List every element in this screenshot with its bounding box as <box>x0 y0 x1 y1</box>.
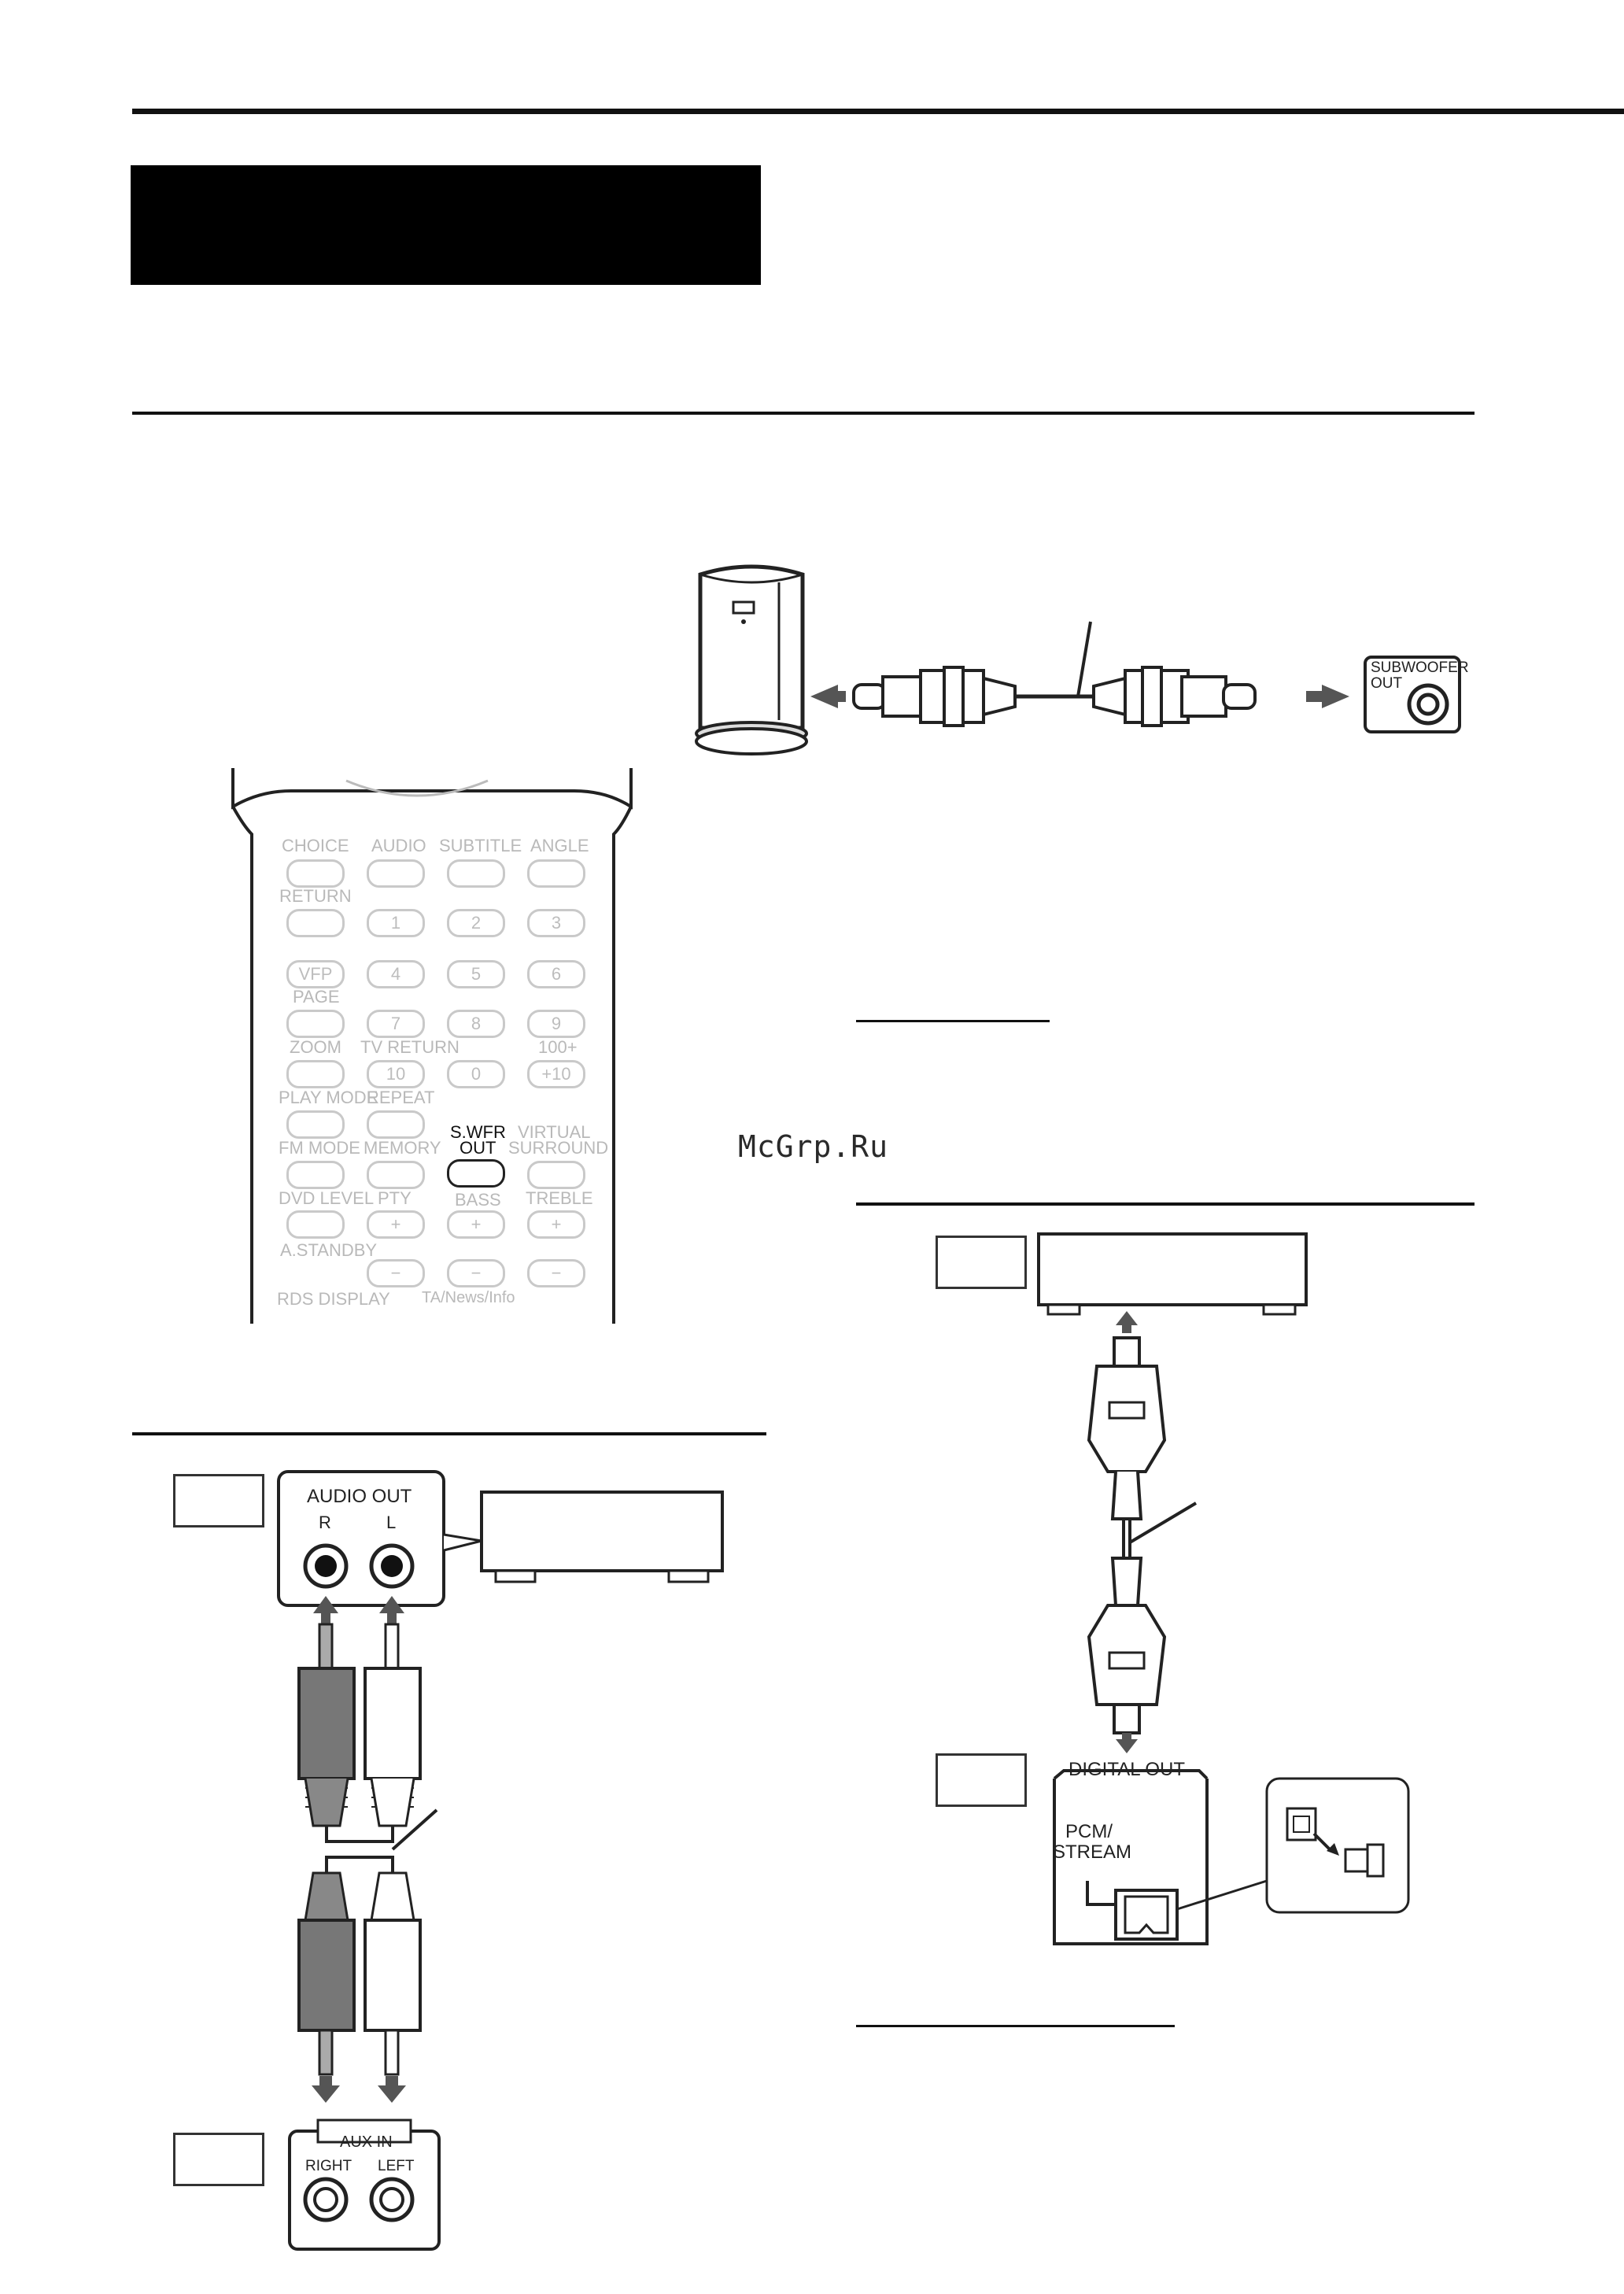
remote-button-8[interactable]: 8 <box>447 1010 505 1038</box>
remote-button-audio[interactable] <box>367 859 425 888</box>
top-rule <box>132 109 1624 114</box>
aux-in-label: AUX IN <box>340 2133 393 2151</box>
remote-button-play-mode[interactable] <box>286 1110 345 1139</box>
audio-out-r-label: R <box>319 1513 331 1532</box>
remote-button-treble-plus[interactable]: + <box>527 1210 585 1239</box>
remote-label-100-plus: 100+ <box>538 1037 578 1057</box>
remote-button-0[interactable]: 0 <box>447 1060 505 1088</box>
remote-button-subtitle[interactable] <box>447 859 505 888</box>
note-underline-1 <box>856 1020 1050 1022</box>
remote-label-memory: MEMORY <box>364 1138 441 1158</box>
remote-label-fm-mode: FM MODE <box>279 1138 360 1158</box>
remote-label-a-standby: A.STANDBY <box>280 1240 378 1260</box>
remote-label-subtitle: SUBTITLE <box>439 836 522 855</box>
note-underline-2 <box>856 2025 1175 2027</box>
remote-label-choice: CHOICE <box>282 836 349 855</box>
remote-label-ta-news: TA/News/Info <box>422 1289 515 1306</box>
remote-label-page: PAGE <box>293 987 340 1007</box>
digital-out-label: DIGITAL OUT <box>1069 1759 1186 1780</box>
analog-cable-diagram <box>277 1470 724 2251</box>
remote-button-vfp[interactable]: VFP <box>286 960 345 988</box>
remote-button-3[interactable]: 3 <box>527 909 585 937</box>
remote-label-virtual: VIRTUAL <box>518 1122 591 1142</box>
remote-button-dvd-level[interactable] <box>286 1210 345 1239</box>
remote-button-repeat[interactable] <box>367 1110 425 1139</box>
remote-button-4[interactable]: 4 <box>367 960 425 988</box>
subwoofer-speaker-icon <box>695 564 808 755</box>
remote-button-10[interactable]: 10 <box>367 1060 425 1088</box>
remote-label-zoom: ZOOM <box>290 1037 341 1057</box>
remote-label-audio: AUDIO <box>371 836 426 855</box>
remote-label-tv-return: TV RETURN <box>360 1037 460 1057</box>
remote-button-virtual-surround[interactable] <box>527 1161 585 1189</box>
label-box-source <box>173 1474 264 1527</box>
remote-button-pty-plus[interactable]: + <box>367 1210 425 1239</box>
remote-label-play-mode: PLAY MODE <box>279 1088 378 1107</box>
aux-left-label: LEFT <box>378 2158 415 2174</box>
aux-right-label: RIGHT <box>305 2158 352 2174</box>
remote-button-plus-10[interactable]: +10 <box>527 1060 585 1088</box>
watermark-text: McGrp.Ru <box>738 1129 889 1164</box>
remote-button-treble-minus[interactable]: − <box>527 1259 585 1287</box>
remote-button-9[interactable]: 9 <box>527 1010 585 1038</box>
remote-label-return: RETURN <box>279 886 352 906</box>
remote-label-angle: ANGLE <box>530 836 589 855</box>
pcm-label-2: STREAM <box>1053 1841 1132 1863</box>
audio-out-l-label: L <box>386 1513 397 1532</box>
remote-button-7[interactable]: 7 <box>367 1010 425 1038</box>
remote-button-bass-minus[interactable]: − <box>447 1259 505 1287</box>
remote-label-dvd-level: DVD LEVEL <box>279 1188 375 1208</box>
rca-plug-right <box>1092 666 1257 727</box>
label-box-target <box>173 2133 264 2186</box>
remote-button-2[interactable]: 2 <box>447 909 505 937</box>
analog-section-rule <box>132 1432 766 1435</box>
label-box-digital-target <box>936 1236 1027 1289</box>
remote-label-repeat: REPEAT <box>367 1088 435 1107</box>
remote-label-treble: TREBLE <box>526 1188 593 1208</box>
remote-button-zoom[interactable] <box>286 1060 345 1088</box>
remote-label-rds-display: RDS DISPLAY <box>277 1289 390 1309</box>
subwoofer-out-label-1: SUBWOOFER <box>1371 659 1469 676</box>
remote-label-swfr: S.WFR <box>450 1122 506 1142</box>
remote-button-pty-minus[interactable]: − <box>367 1259 425 1287</box>
rca-plug-left <box>852 666 1017 727</box>
remote-button-angle[interactable] <box>527 859 585 888</box>
remote-label-surround: SURROUND <box>508 1138 609 1158</box>
optical-cable-diagram <box>1037 1232 1410 1945</box>
remote-button-swfr-out[interactable] <box>447 1159 505 1188</box>
remote-label-pty: PTY <box>378 1188 412 1208</box>
remote-button-1[interactable]: 1 <box>367 909 425 937</box>
remote-button-5[interactable]: 5 <box>447 960 505 988</box>
subwoofer-out-label-2: OUT <box>1371 675 1403 692</box>
remote-button-return[interactable] <box>286 909 345 937</box>
remote-button-bass-plus[interactable]: + <box>447 1210 505 1239</box>
audio-out-label: AUDIO OUT <box>307 1486 412 1507</box>
digital-section-rule <box>856 1202 1475 1206</box>
section-header-block <box>131 165 761 285</box>
remote-button-fm-mode[interactable] <box>286 1161 345 1189</box>
remote-button-choice[interactable] <box>286 859 345 888</box>
remote-button-page[interactable] <box>286 1010 345 1038</box>
remote-button-6[interactable]: 6 <box>527 960 585 988</box>
remote-button-memory[interactable] <box>367 1161 425 1189</box>
remote-control-outline <box>231 768 633 1324</box>
label-box-digital-source <box>936 1753 1027 1807</box>
remote-label-out: OUT <box>460 1138 496 1158</box>
remote-label-bass: BASS <box>455 1190 501 1210</box>
subwoofer-diagram <box>695 564 1461 755</box>
section-rule <box>132 412 1475 415</box>
pcm-label-1: PCM/ <box>1065 1821 1113 1842</box>
